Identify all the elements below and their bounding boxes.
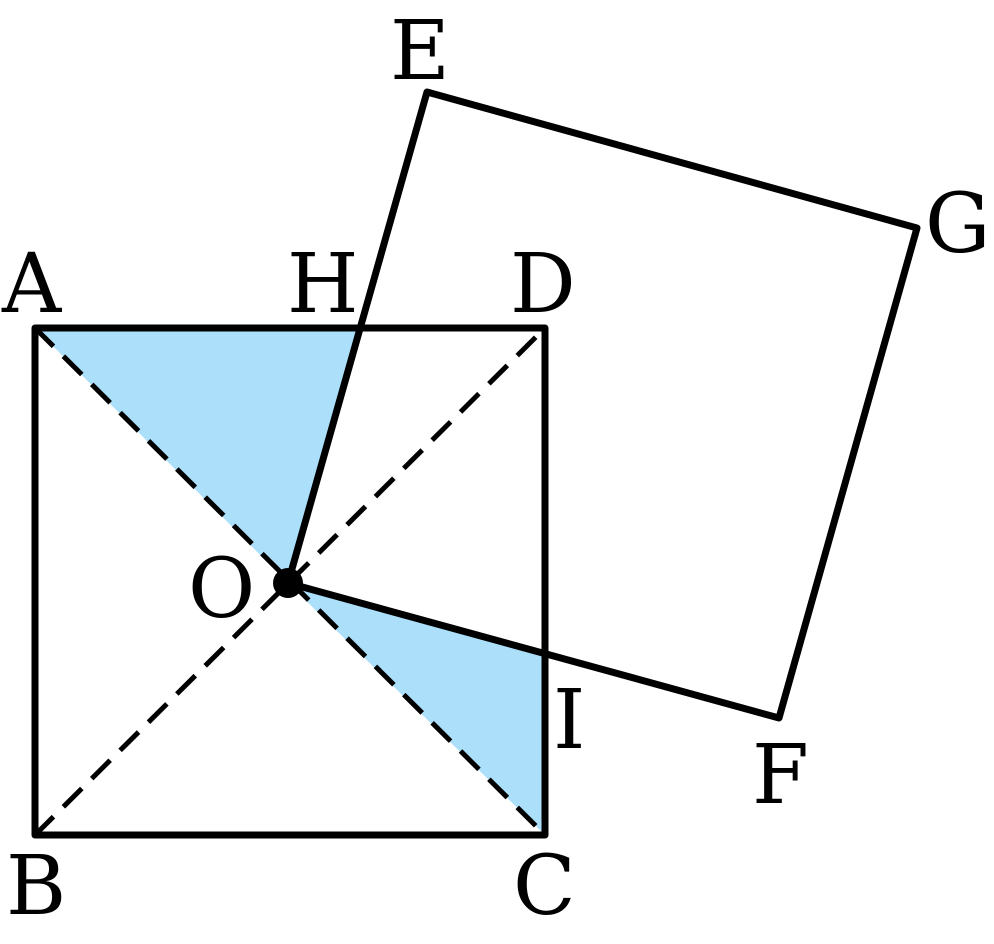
- label-E: E: [390, 4, 450, 99]
- label-A: A: [1, 237, 63, 332]
- square-OEGF: [284, 88, 921, 722]
- label-O: O: [188, 542, 255, 637]
- label-D: D: [510, 237, 576, 332]
- shaded-triangle-AHO: [35, 328, 358, 583]
- label-I: I: [553, 673, 585, 768]
- point-O: [273, 568, 303, 598]
- label-B: B: [6, 839, 66, 934]
- label-C: C: [513, 839, 576, 934]
- square-ABCD: [31, 324, 549, 839]
- label-F: F: [752, 728, 809, 823]
- label-H: H: [287, 237, 359, 332]
- label-G: G: [925, 177, 991, 272]
